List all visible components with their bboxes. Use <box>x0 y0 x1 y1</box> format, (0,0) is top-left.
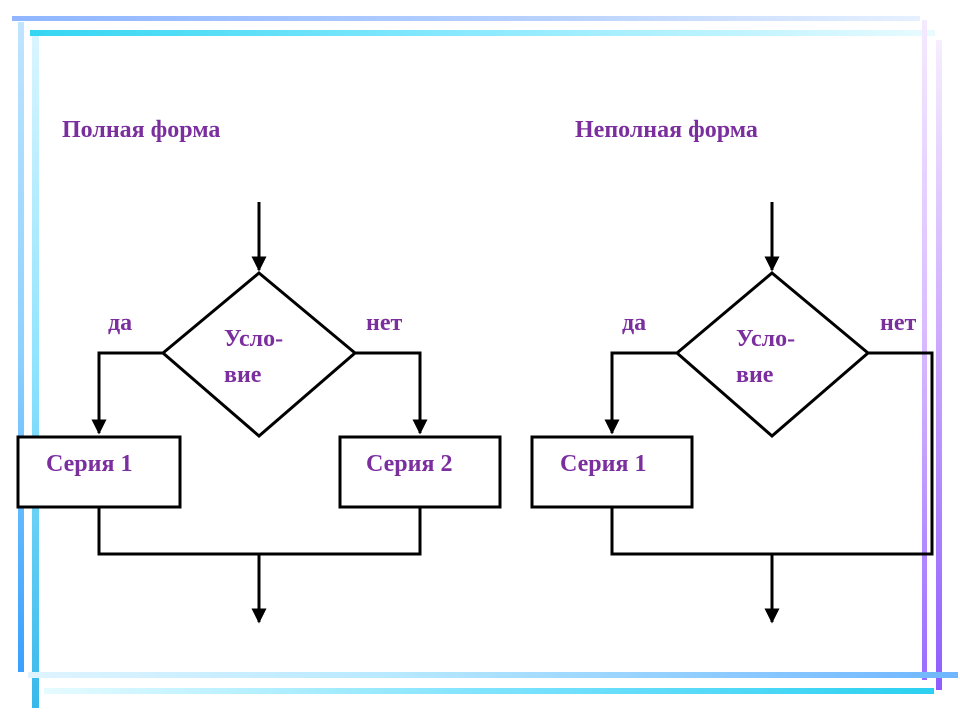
series2-box <box>338 435 502 509</box>
series2-label: Серия 2 <box>366 451 452 477</box>
yes-label: да <box>622 310 646 336</box>
yes-branch-arrow <box>91 351 163 435</box>
condition-label-line2: вие <box>736 362 774 388</box>
series1-box <box>16 435 182 509</box>
frame-bar-bottom-inner <box>44 688 934 694</box>
frame-bar-top <box>12 16 920 21</box>
full-form-diagram: Полная форма Усло- вие да нет Серия 1 Се… <box>16 117 502 624</box>
full-form-title: Полная форма <box>62 117 220 143</box>
yes-branch-arrow <box>604 351 677 435</box>
series1-label: Серия 1 <box>560 451 646 477</box>
yes-label: да <box>108 310 132 336</box>
condition-label-line1: Усло- <box>736 326 795 352</box>
frame-bar-right-inner <box>936 40 942 690</box>
no-label: нет <box>366 310 402 336</box>
series1-label: Серия 1 <box>46 451 132 477</box>
frame-bar-left-inner <box>32 36 39 708</box>
no-branch-arrow <box>355 351 428 435</box>
incomplete-form-title: Неполная форма <box>575 117 758 143</box>
no-label: нет <box>880 310 916 336</box>
condition-label-line1: Усло- <box>224 326 283 352</box>
frame-bar-left <box>18 22 24 672</box>
merge-line <box>97 507 422 556</box>
frame-bar-top-inner <box>30 30 935 36</box>
incomplete-form-diagram: Неполная форма Усло- вие да нет Серия 1 <box>530 117 934 624</box>
bypass-and-merge-line <box>610 351 934 556</box>
frame-bar-bottom <box>28 672 958 678</box>
series1-box <box>530 435 694 509</box>
frame-bar-right <box>922 20 927 680</box>
condition-label-line2: вие <box>224 362 262 388</box>
condition-diamond <box>674 271 871 438</box>
condition-diamond <box>160 271 358 438</box>
